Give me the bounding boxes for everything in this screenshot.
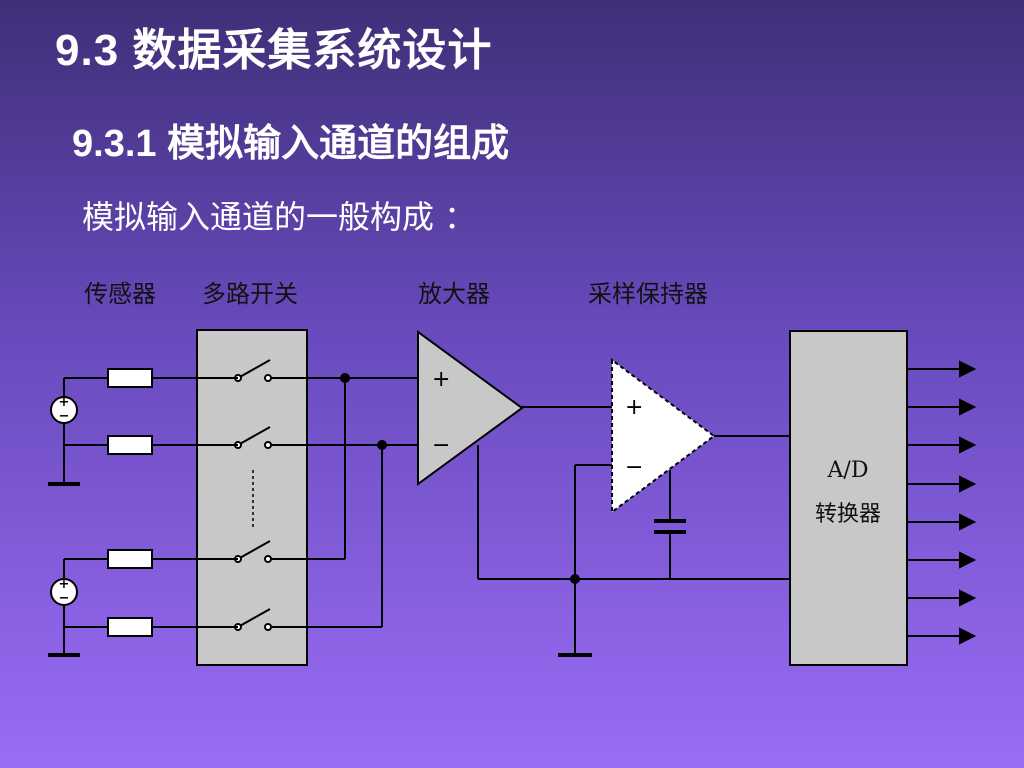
resistor <box>107 435 153 455</box>
adc-label-line1: A/D <box>827 458 869 483</box>
junction-dot <box>570 574 580 584</box>
junction-dot <box>340 373 350 383</box>
adc-box <box>789 330 908 666</box>
sample-hold-label: 采样保持器 <box>588 280 708 308</box>
amplifier-triangle <box>417 330 524 486</box>
sample-hold-triangle <box>611 358 716 514</box>
slide-title: 9.3 数据采集系统设计 <box>55 26 493 75</box>
amp-minus-sign: − <box>432 433 450 458</box>
voltage-source <box>50 396 78 424</box>
mux-label: 多路开关 <box>202 280 298 308</box>
sensor-label: 传感器 <box>84 280 156 308</box>
voltage-source <box>50 578 78 606</box>
output-arrows <box>907 360 977 645</box>
source-minus-sign: − <box>59 591 70 606</box>
description-text: 模拟输入通道的一般构成 ： <box>82 198 477 236</box>
amplifier-label: 放大器 <box>418 280 490 308</box>
amp-plus-sign: + <box>432 367 450 392</box>
source-plus-sign: + <box>59 577 70 592</box>
resistor <box>107 368 153 388</box>
sh-minus-sign: − <box>625 455 643 480</box>
sh-plus-sign: + <box>625 395 643 420</box>
adc-label-line2: 转换器 <box>815 502 881 527</box>
junction-dot <box>377 440 387 450</box>
resistor <box>107 617 153 637</box>
source-minus-sign: − <box>59 409 70 424</box>
source-plus-sign: + <box>59 395 70 410</box>
multiplexer-box <box>196 329 308 666</box>
section-heading: 9.3.1 模拟输入通道的组成 <box>72 123 510 165</box>
resistor <box>107 549 153 569</box>
